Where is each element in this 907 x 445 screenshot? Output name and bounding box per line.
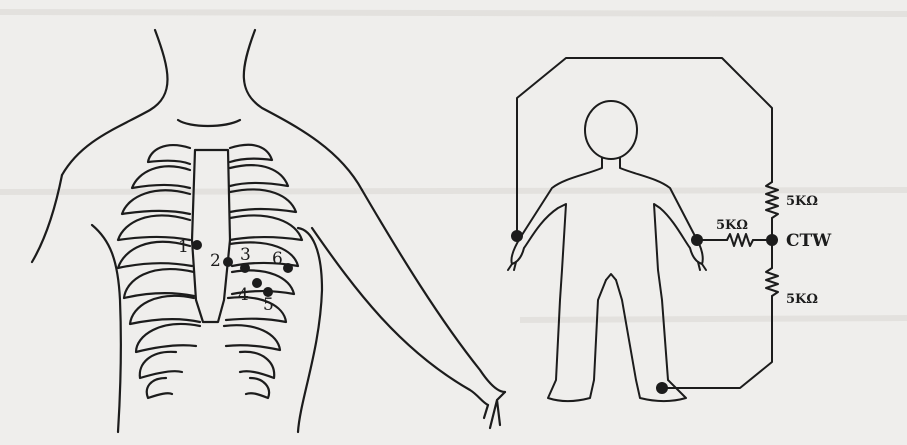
electrode-leg (656, 382, 668, 394)
resistor-bottom-label: 5KΩ (786, 292, 818, 307)
electrode-v1 (192, 240, 202, 250)
electrode-v6 (283, 263, 293, 273)
electrode-v2 (223, 257, 233, 267)
lead-label-5: 5 (263, 295, 274, 315)
electrode-left-arm (511, 230, 523, 242)
lead-label-3: 3 (240, 245, 251, 265)
lead-label-2: 2 (210, 251, 221, 271)
terminal-label: CTW (786, 231, 832, 251)
resistor-top-label: 5KΩ (786, 194, 818, 209)
electrode-right-arm (691, 234, 703, 246)
resistor-middle-label: 5KΩ (716, 218, 748, 233)
electrode-v4 (252, 278, 262, 288)
lead-label-6: 6 (272, 249, 283, 269)
lead-label-1: 1 (178, 237, 189, 257)
lead-label-4: 4 (238, 285, 249, 305)
central-terminal-node (766, 234, 778, 246)
